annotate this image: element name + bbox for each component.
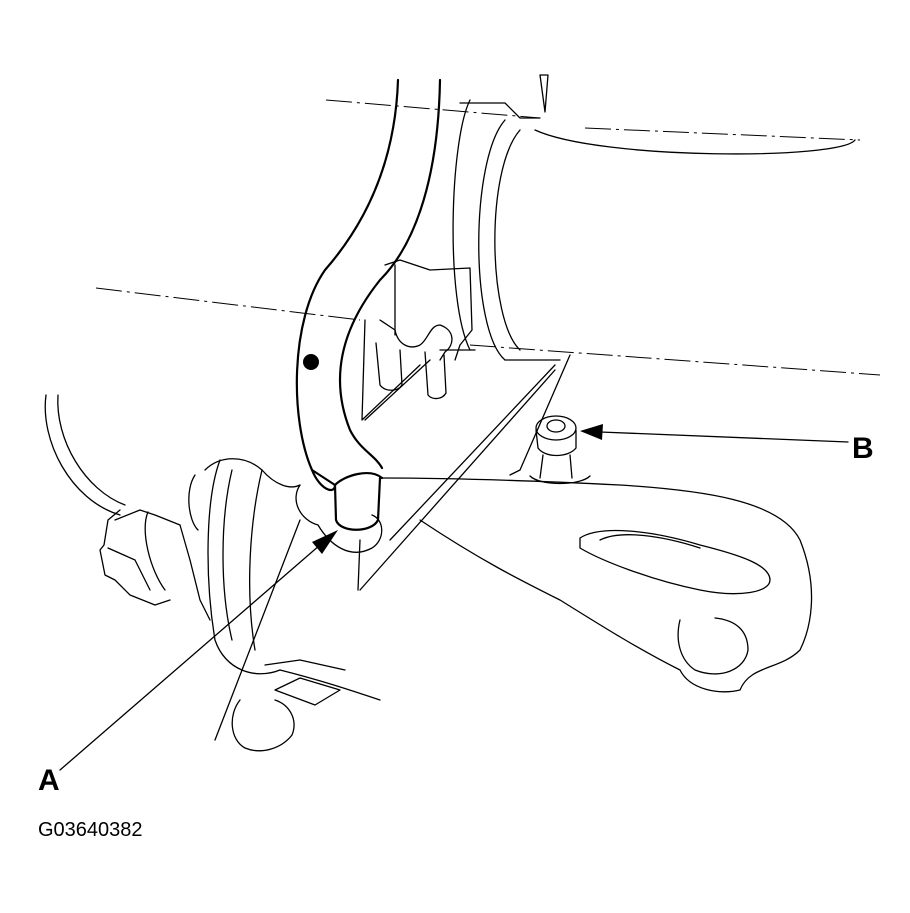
vacuum-hose bbox=[295, 78, 442, 531]
callout-label-b: B bbox=[852, 432, 874, 465]
manifold-body bbox=[295, 354, 813, 693]
hose-clip-bracket bbox=[361, 259, 473, 421]
left-sensor-assembly bbox=[44, 394, 381, 752]
callout-b-leader bbox=[580, 424, 849, 443]
vacuum-port-fitting bbox=[529, 415, 591, 485]
figure-code: G03640382 bbox=[38, 819, 143, 841]
phantom-centerlines bbox=[95, 99, 881, 376]
callout-a-leader bbox=[59, 530, 338, 771]
intake-tube bbox=[439, 74, 856, 361]
callout-label-a: A bbox=[38, 764, 60, 797]
